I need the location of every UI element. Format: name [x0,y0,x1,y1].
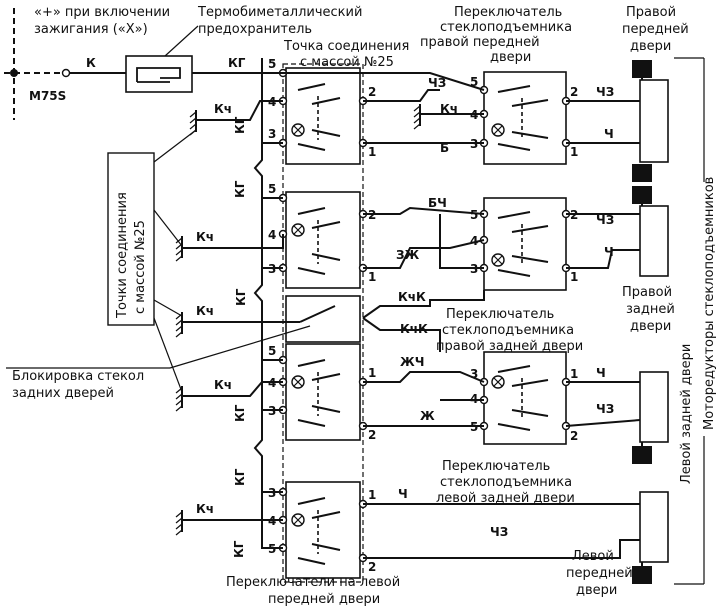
rf-switch-label-line4: двери [490,50,531,65]
wire-label-kg: КГ [232,540,246,558]
wire-label-chz: ЧЗ [596,402,614,416]
wire-label-kch: Кч [196,502,214,516]
wire-label-kg: КГ [234,288,248,306]
wire-label-kg-top: КГ [228,56,246,70]
left-front-switches-label-line2: передней двери [268,592,380,607]
motor-rf-label-line1: Правой [626,5,676,20]
motor-rr-label-line1: Правой [622,285,672,300]
pin-label: 1 [368,270,376,284]
ignition-key-label: зажигания («Х») [34,22,148,37]
left-rear-switch: 3 4 5 1 2 [470,351,578,445]
wire-label-ch: Ч [604,127,614,141]
wire-label-k: К [86,56,96,70]
pin-label: 1 [368,366,376,380]
wire-label-ch: Ч [398,487,408,501]
pin-label: 5 [268,57,276,71]
wire-label-kchk: КчК [400,322,428,336]
wire-label-zhch: ЖЧ [400,355,424,369]
wire-label-kch: Кч [196,304,214,318]
rf-switch-label-line1: Переключатель [454,5,562,20]
pin-label: 5 [470,75,478,89]
rear-lock-label-line2: задних дверей [12,386,114,401]
wire-label-chz: ЧЗ [490,525,508,539]
wire-label-chz: ЧЗ [428,76,446,90]
wire-label-b: Б [440,141,449,155]
motor-lf-label-line3: двери [576,583,617,598]
right-front-switch: 5 4 3 2 1 Переключатель стеклоподъемника… [420,5,578,165]
lr-switch-label-line2: стеклоподъемника [440,475,572,490]
motor-rf-label-line3: двери [630,39,671,54]
motors-bracket: Моторедукторы стеклоподъемников Левой за… [674,57,717,585]
wire-label-kg: КГ [233,404,247,422]
pin-label: 2 [570,85,578,99]
ground25-top-label-line2: с массой №25 [300,55,394,70]
ground-points-label-line1: Точки соединения [115,192,130,319]
motor-rf-label-line2: передней [622,22,689,37]
ground-points-label-line2: с массой №25 [133,220,148,314]
pin-label: 5 [268,182,276,196]
motors-vertical-label: Моторедукторы стеклоподъемников [702,177,717,430]
rr-switch-label-line3: правой задней двери [436,339,583,354]
pin-label: 5 [470,208,478,222]
wire-label-chz: ЧЗ [596,213,614,227]
pin-label: 5 [268,344,276,358]
wire-label-kch: Кч [196,230,214,244]
wire-label-kg: КГ [233,180,247,198]
pin-label: 1 [570,270,578,284]
ignition-plus-label: «+» при включении [34,5,170,20]
wire-label-ch: Ч [604,245,614,259]
pin-label: 2 [368,560,376,574]
wire-label-kch: Кч [214,378,232,392]
motor-rr-label-line3: двери [630,319,671,334]
motor-lf-label-line1: Левой [572,549,614,564]
wire-label-zh: Ж [420,409,435,423]
rf-switch-label-line2: стеклоподъемника [440,20,572,35]
pin-label: 1 [368,488,376,502]
lr-switch-label-line1: Переключатель [442,459,550,474]
wire-label-zv: ЗЖ [396,248,420,262]
left-front-switches-label-line1: Переключатели на левой [226,575,400,590]
right-rear-switch: 5 4 3 2 1 [470,197,578,291]
fuse-label-line1: Термобиметаллический [197,5,362,20]
pin-label: 2 [570,429,578,443]
pin-label: 4 [470,234,478,248]
wire-label-bch: БЧ [428,196,447,210]
wire-label-kchk: КчК [398,290,426,304]
rear-lock-label: Блокировка стекол задних дверей [6,325,311,401]
rear-lock-label-line1: Блокировка стекол [12,369,144,384]
lr-switch-label-line3: левой задней двери [436,491,575,506]
pin-label: 1 [570,145,578,159]
ground25-top-label-line1: Точка соединения [283,39,409,54]
lr-motor-vertical-label: Левой задней двери [679,344,694,484]
rf-switch-label-line3: правой передней [420,35,540,50]
wire-label-kch: Кч [214,102,232,116]
ignition-supply: «+» при включении зажигания («Х») М75S К [4,5,170,120]
rr-switch-label-line2: стеклоподъемника [442,323,574,338]
thermobimetal-fuse: Термобиметаллический предохранитель КГ [125,5,362,93]
pin-label: 2 [368,85,376,99]
wire-label-kch: Кч [440,102,458,116]
motors: ЧЗ Ч ЧЗ Ч Ч ЧЗ [565,60,669,584]
pin-label: 2 [368,428,376,442]
pin-label: 3 [268,127,276,141]
wire-label-kg: КГ [233,116,247,134]
pin-label: 1 [368,145,376,159]
rr-switch-label-line1: Переключатель [446,307,554,322]
pin-label: 4 [268,228,276,242]
motor-rr-label-line2: задней [626,302,675,317]
pin-label: 3 [470,367,478,381]
ground-points-label: Точки соединения с массой №25 [107,129,197,393]
wire-label-chz: ЧЗ [596,85,614,99]
wire-label-ch: Ч [596,366,606,380]
wire-label-kg: КГ [233,468,247,486]
ground-points: Кч Кч Кч Кч Кч [175,100,300,536]
left-front-switch-block: 5 4 3 2 1 5 4 3 2 1 5 4 3 1 2 3 4 5 1 2 … [226,57,400,607]
motor-lf-label-line2: передней [566,566,633,581]
connector-code-label: М75S [29,89,66,103]
fuse-label-line2: предохранитель [198,22,312,37]
interconnect-wires: ЧЗ Кч Б БЧ ЗЖ КчК КчК ЖЧ Ж Ч ЧЗ [261,58,640,559]
pin-label: 1 [570,367,578,381]
